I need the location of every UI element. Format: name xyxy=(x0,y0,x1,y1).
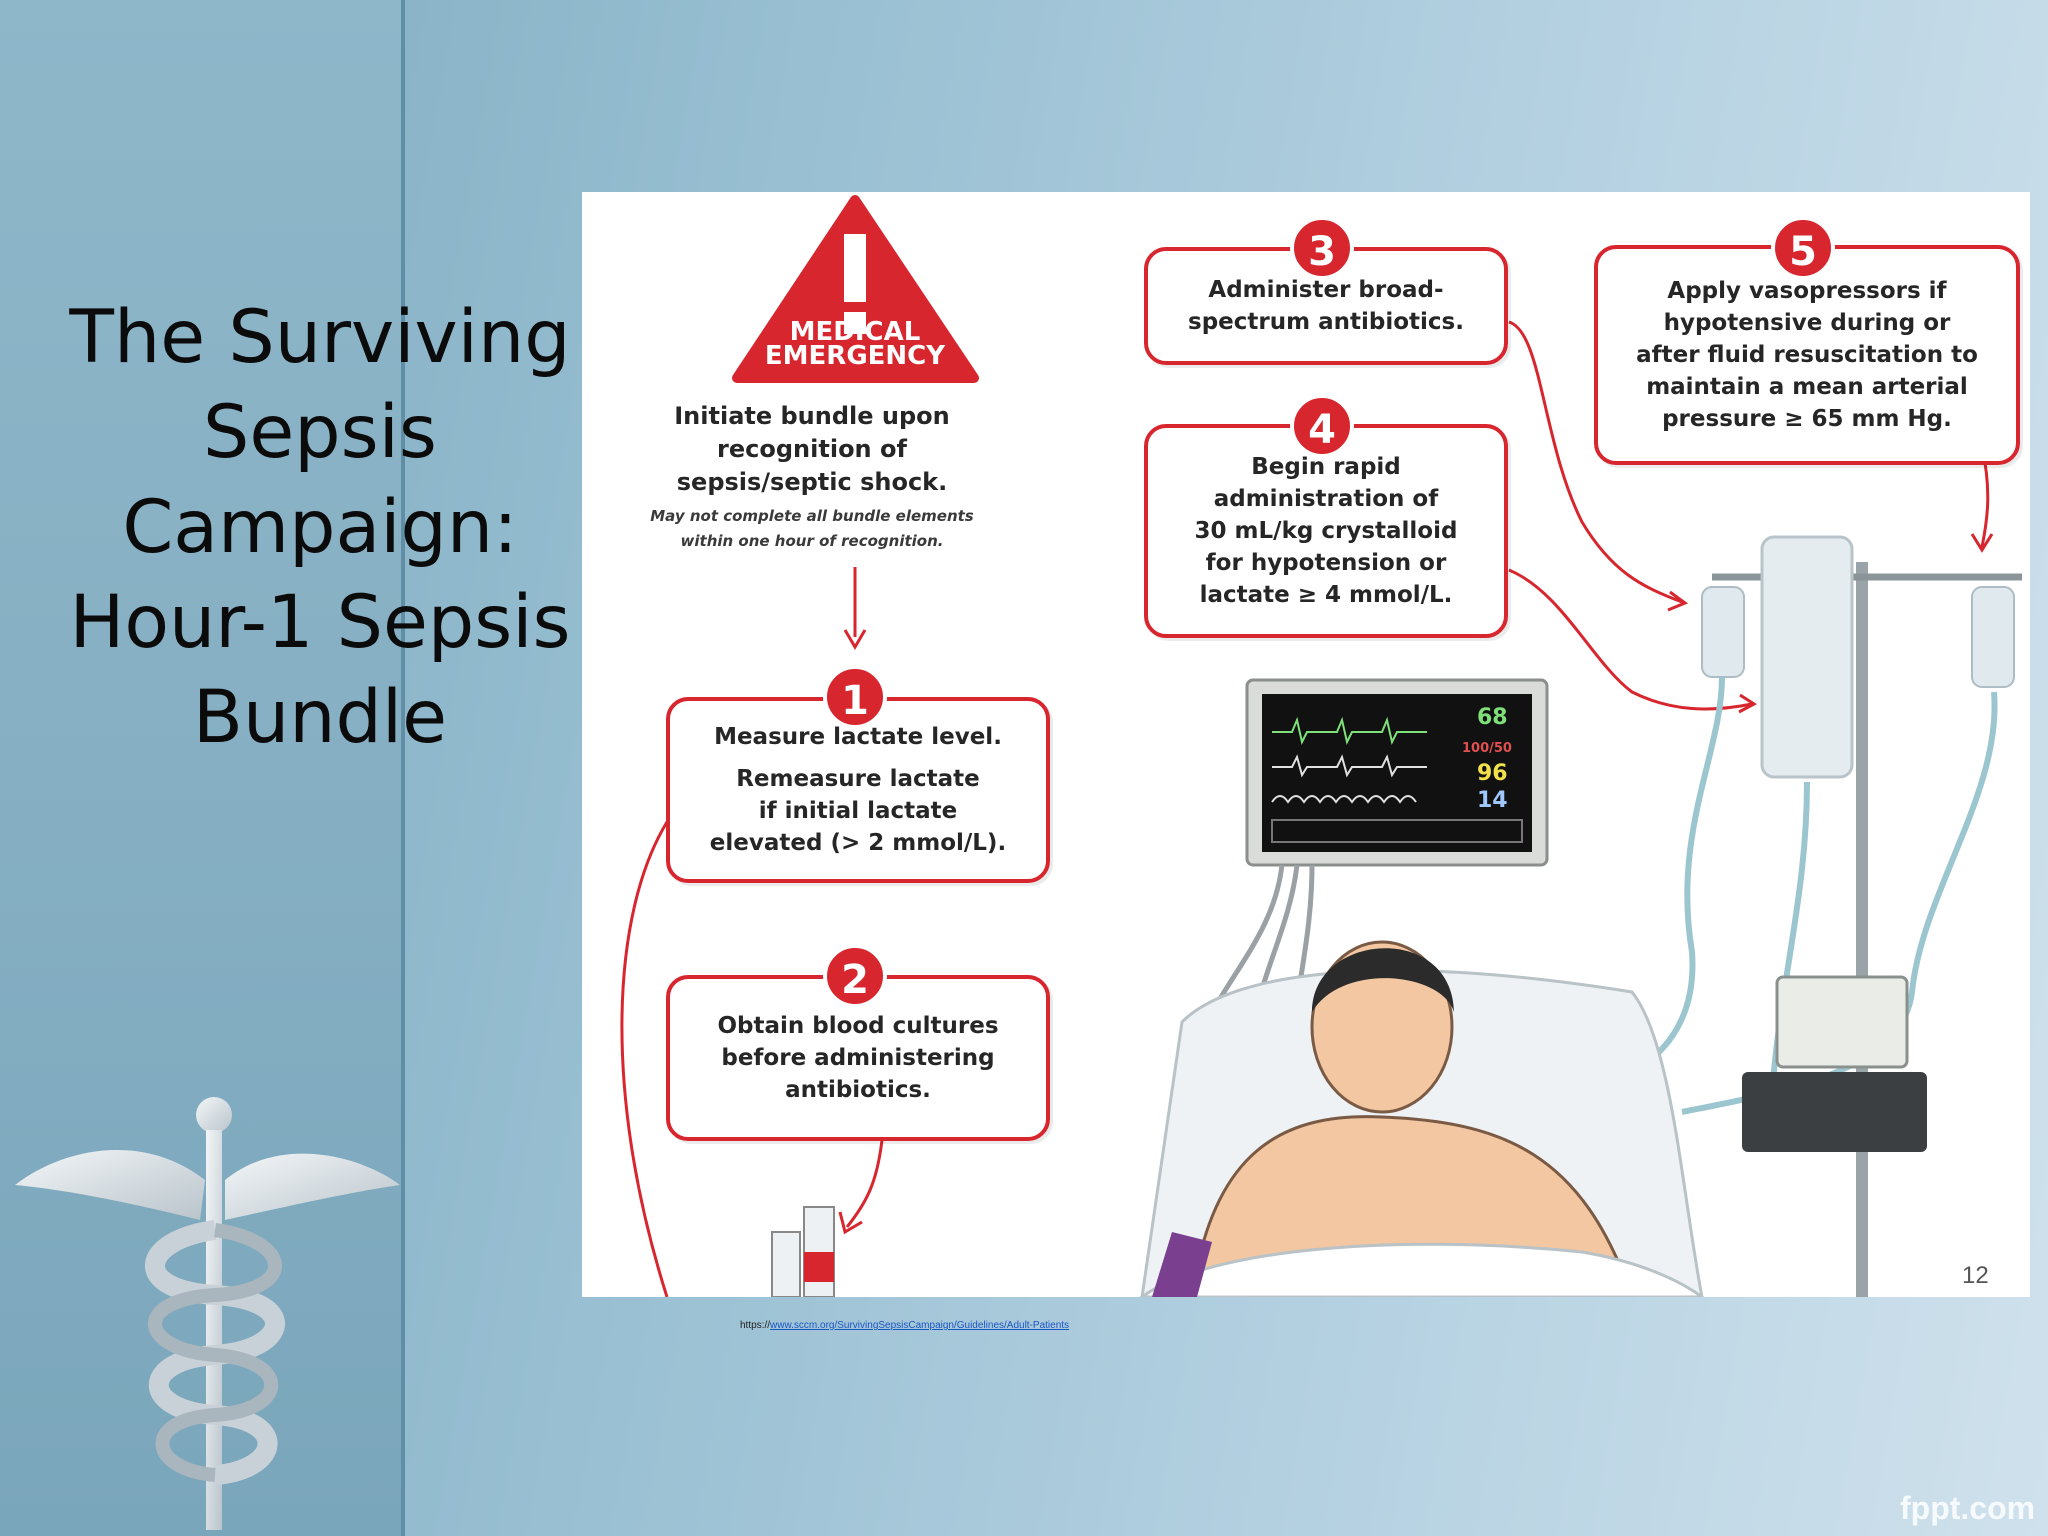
source-prefix: https:// xyxy=(740,1320,771,1331)
brand-watermark: fppt.com xyxy=(1900,1490,2036,1526)
initiate-text: Initiate bundle upon recognition of seps… xyxy=(674,402,950,496)
illustration: 68 100/50 96 14 xyxy=(620,195,2022,1297)
warning-line-2: EMERGENCY xyxy=(764,341,946,371)
step-2-box: Obtain blood cultures before administeri… xyxy=(666,975,1050,1141)
step-3-text: Administer broad- spectrum antibiotics. xyxy=(1188,277,1464,335)
step-5-badge: 5 xyxy=(1771,216,1835,280)
source-link[interactable]: www.sccm.org/SurvivingSepsisCampaign/Gui… xyxy=(770,1320,1070,1331)
monitor-hr: 68 xyxy=(1477,705,1508,730)
sepsis-bundle-figure: 68 100/50 96 14 MEDICAL EMERGENCY Initia… xyxy=(582,192,2030,1297)
warning-sign-label: MEDICAL EMERGENCY xyxy=(737,317,973,371)
page-number: 12 xyxy=(1962,1262,1989,1289)
step-5-text: Apply vasopressors if hypotensive during… xyxy=(1636,278,1978,432)
step-4-badge: 4 xyxy=(1290,394,1354,458)
step-3-badge: 3 xyxy=(1290,216,1354,280)
left-panel xyxy=(0,0,402,1536)
monitor-spo2: 96 xyxy=(1477,761,1508,786)
step-2-text: Obtain blood cultures before administeri… xyxy=(717,1013,999,1103)
step-1-badge: 1 xyxy=(823,665,887,729)
step-4-text: Begin rapid administration of 30 mL/kg c… xyxy=(1194,454,1458,608)
step-5-box: Apply vasopressors if hypotensive during… xyxy=(1594,245,2020,465)
step-4-box: Begin rapid administration of 30 mL/kg c… xyxy=(1144,424,1508,638)
step-1-text: Measure lactate level. xyxy=(714,724,1002,750)
monitor-bp: 100/50 xyxy=(1462,741,1512,756)
monitor-rr: 14 xyxy=(1477,788,1508,813)
warning-line-1: MEDICAL xyxy=(789,317,921,347)
source-citation: https://www.sccm.org/SurvivingSepsisCamp… xyxy=(740,1320,1069,1331)
step-2-badge: 2 xyxy=(823,944,887,1008)
slide-title: The Surviving Sepsis Campaign: Hour-1 Se… xyxy=(69,295,571,760)
step-1-box: Measure lactate level. Remeasure lactate… xyxy=(666,697,1050,883)
bundle-note: May not complete all bundle elements wit… xyxy=(650,507,974,550)
caduceus-icon xyxy=(15,1097,400,1530)
step-1-text-2: Remeasure lactate if initial lactate ele… xyxy=(709,766,1007,856)
panel-divider xyxy=(401,0,405,1536)
